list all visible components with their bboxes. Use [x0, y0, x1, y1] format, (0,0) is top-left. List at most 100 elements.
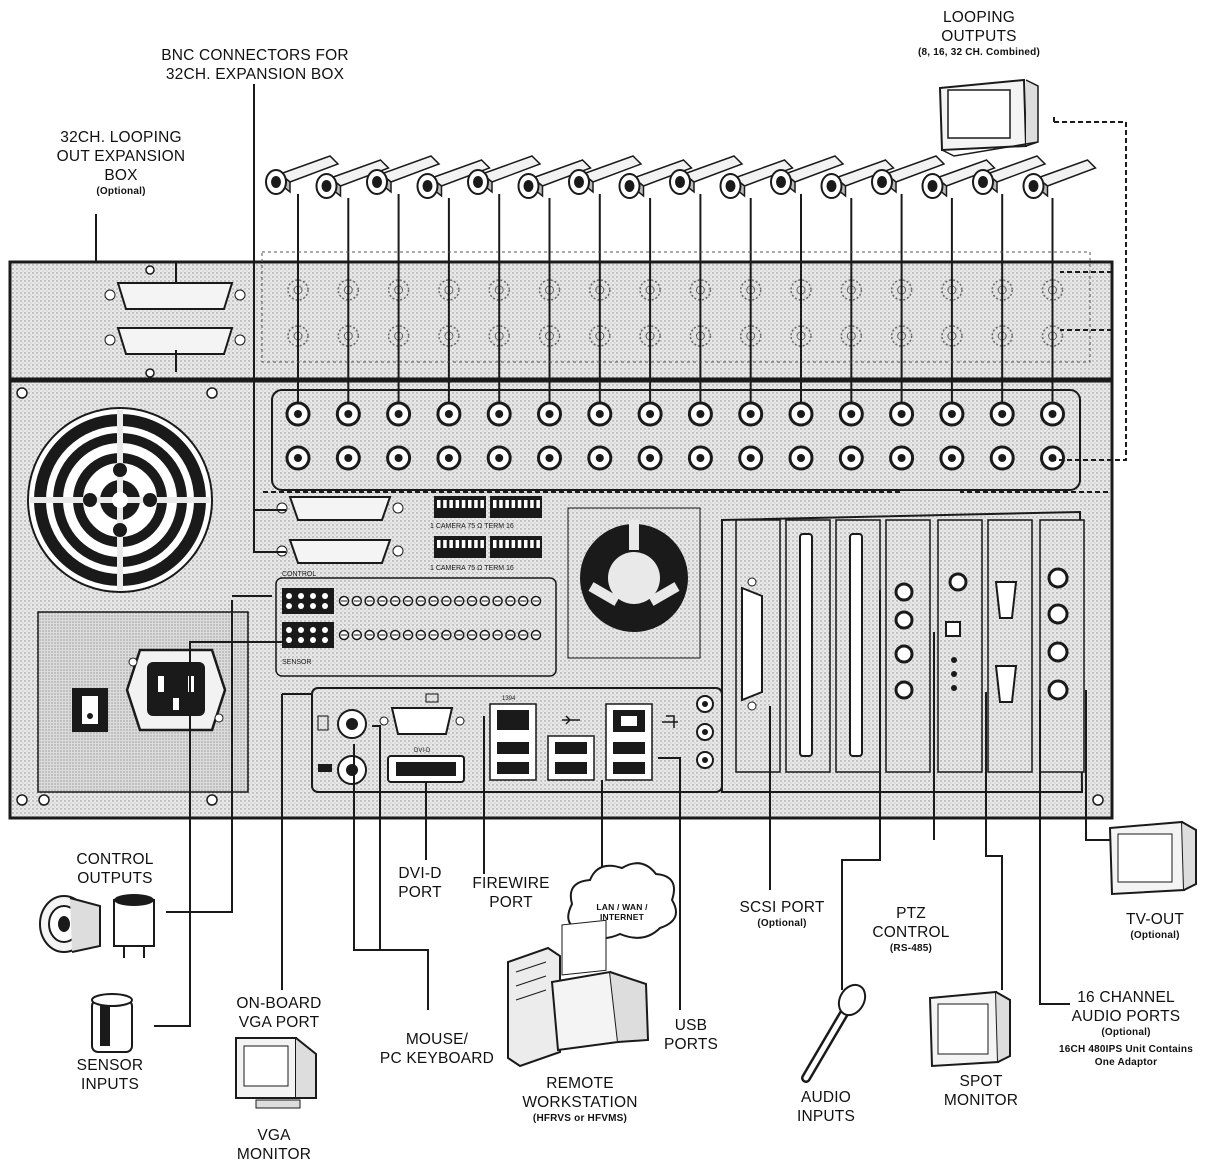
- remote-workstation-label: REMOTE WORKSTATION (HFRVS or HFVMS): [490, 1074, 670, 1125]
- dip-switch-bank: [490, 536, 542, 558]
- expansion-slot: [785, 519, 831, 773]
- scsi-port-note: (Optional): [757, 918, 807, 929]
- chassis-screws: [16, 265, 1104, 806]
- expansion-box-note: (Optional): [96, 186, 146, 197]
- db9-connectors: [994, 581, 1018, 703]
- bnc-connector-icon: [788, 401, 814, 427]
- camera-icon: [820, 159, 895, 199]
- camera-icon: [618, 159, 693, 199]
- switch-label-top: 1 CAMERA 75 Ω TERM 16: [430, 523, 514, 530]
- bnc-connector-icon: [889, 445, 915, 471]
- camera-icon: [517, 159, 592, 199]
- camera-icon: [921, 159, 996, 199]
- onboard-vga-line2: VGA PORT: [238, 1014, 320, 1031]
- audio-ports-label: 16 CHANNEL AUDIO PORTS (Optional) 16CH 4…: [1036, 988, 1216, 1069]
- spot-monitor-line1: SPOT: [959, 1073, 1003, 1090]
- camera-cables: [297, 194, 1054, 404]
- onboard-vga-label: ON-BOARD VGA PORT: [204, 994, 354, 1032]
- control-terminal-label: CONTROL: [282, 571, 316, 578]
- network-cloud-line1: LAN / WAN /: [596, 902, 648, 912]
- camera-icon: [770, 155, 845, 195]
- mouse-keyboard-line1: MOUSE/: [405, 1031, 469, 1048]
- power-socket-icon: [125, 648, 227, 732]
- exhaust-fan-icon: [567, 507, 701, 659]
- expansion-box: [8, 260, 1114, 382]
- bnc-connector-icon: [386, 401, 412, 427]
- bnc-connector-icon: [989, 401, 1015, 427]
- scsi-port-line1: SCSI PORT: [739, 899, 825, 916]
- vga-port: [379, 693, 465, 735]
- audio-ports-note3: One Adaptor: [1094, 1057, 1158, 1068]
- bnc-connector-icon: [1040, 401, 1065, 427]
- spot-monitor-label: SPOT MONITOR: [926, 1072, 1036, 1110]
- camera-icon: [467, 155, 542, 195]
- spot-monitor-icon: [928, 990, 1011, 1068]
- bnc-connectors-label: BNC CONNECTORS FOR 32CH. EXPANSION BOX: [130, 46, 380, 84]
- expansion-box-line2: OUT EXPANSION: [56, 148, 186, 165]
- bnc-connector-icon: [738, 445, 764, 471]
- remote-workstation-note: (HFRVS or HFVMS): [532, 1113, 628, 1124]
- bnc-connectors-line2: 32CH. EXPANSION BOX: [165, 66, 345, 83]
- tv-out-rca: [1047, 567, 1069, 701]
- bnc-connector-icon: [939, 401, 965, 427]
- db25-connector-icon: [104, 282, 246, 355]
- bnc-connector-icon: [537, 445, 562, 471]
- ptz-control-note: (RS-485): [889, 943, 933, 954]
- control-sensor-terminals: [282, 588, 542, 648]
- bnc-connector-icon: [587, 401, 613, 427]
- fan-icon: [27, 407, 213, 593]
- ptz-control-line2: CONTROL: [872, 924, 950, 941]
- bnc-connector-icon: [285, 401, 311, 427]
- bnc-connector-icon: [537, 401, 562, 427]
- audio-inputs-label: AUDIO INPUTS: [776, 1088, 876, 1126]
- sensor-inputs-line2: INPUTS: [80, 1076, 140, 1093]
- bnc-connector-icon: [738, 401, 764, 427]
- looping-outputs-line1: LOOPING: [942, 9, 1016, 26]
- expansion-bnc-row: [287, 279, 1064, 347]
- camera-icon: [366, 155, 441, 195]
- bnc-connector-icon: [838, 401, 864, 427]
- looping-output-lines: [260, 116, 1127, 493]
- ieee1394-label: 1394: [502, 696, 516, 702]
- ethernet-icon: [605, 703, 678, 781]
- looping-outputs-label: LOOPING OUTPUTS (8, 16, 32 CH. Combined): [894, 8, 1064, 59]
- sensor-icon: [113, 894, 155, 958]
- monitor-icon: [938, 78, 1039, 157]
- control-outputs-line1: CONTROL: [76, 851, 154, 868]
- camera-icon: [265, 155, 340, 195]
- remote-workstation-line2: WORKSTATION: [522, 1094, 638, 1111]
- usb-ports-line1: USB: [674, 1017, 708, 1034]
- siren-icon: [39, 895, 101, 953]
- bnc-connector-icon: [939, 445, 965, 471]
- bnc-connector-icon: [637, 401, 663, 427]
- bnc-connector-icon: [687, 401, 713, 427]
- vga-monitor-line1: VGA: [257, 1127, 291, 1144]
- firewire-port-line2: PORT: [489, 894, 533, 911]
- spot-monitor-line2: MONITOR: [943, 1092, 1019, 1109]
- audio-ports-note2: 16CH 480IPS Unit Contains: [1059, 1044, 1193, 1055]
- expansion-box-line1: 32CH. LOOPING: [60, 129, 182, 146]
- sensor-input-icon: [91, 993, 133, 1053]
- audio-ports-note: (Optional): [1101, 1027, 1151, 1038]
- camera-icon: [568, 155, 643, 195]
- tv-out-label: TV-OUT (Optional): [1100, 910, 1210, 942]
- bnc-connector-icon: [687, 445, 713, 471]
- scsi-connector: [741, 577, 763, 711]
- ptz-control-line1: PTZ: [896, 905, 926, 922]
- camera-row: [265, 155, 1097, 199]
- workstation-monitor-icon: [550, 919, 650, 1052]
- tv-out-line1: TV-OUT: [1125, 911, 1185, 928]
- audio-inputs-line1: AUDIO: [800, 1089, 852, 1106]
- remote-workstation-line1: REMOTE: [546, 1075, 614, 1092]
- termination-dip-switches: [434, 496, 542, 558]
- expansion-slots: [735, 519, 1085, 773]
- usb-ports-line2: PORTS: [663, 1036, 719, 1053]
- dip-switch-bank: [434, 496, 486, 518]
- dvi-port-line2: PORT: [398, 884, 442, 901]
- firewire-usb-stack: 1394: [489, 696, 537, 781]
- tower-pc-icon: [507, 946, 561, 1068]
- mouse-keyboard-line2: PC KEYBOARD: [379, 1050, 495, 1067]
- leader-lines: [95, 84, 1110, 1027]
- looping-outputs-line2: OUTPUTS: [941, 28, 1017, 45]
